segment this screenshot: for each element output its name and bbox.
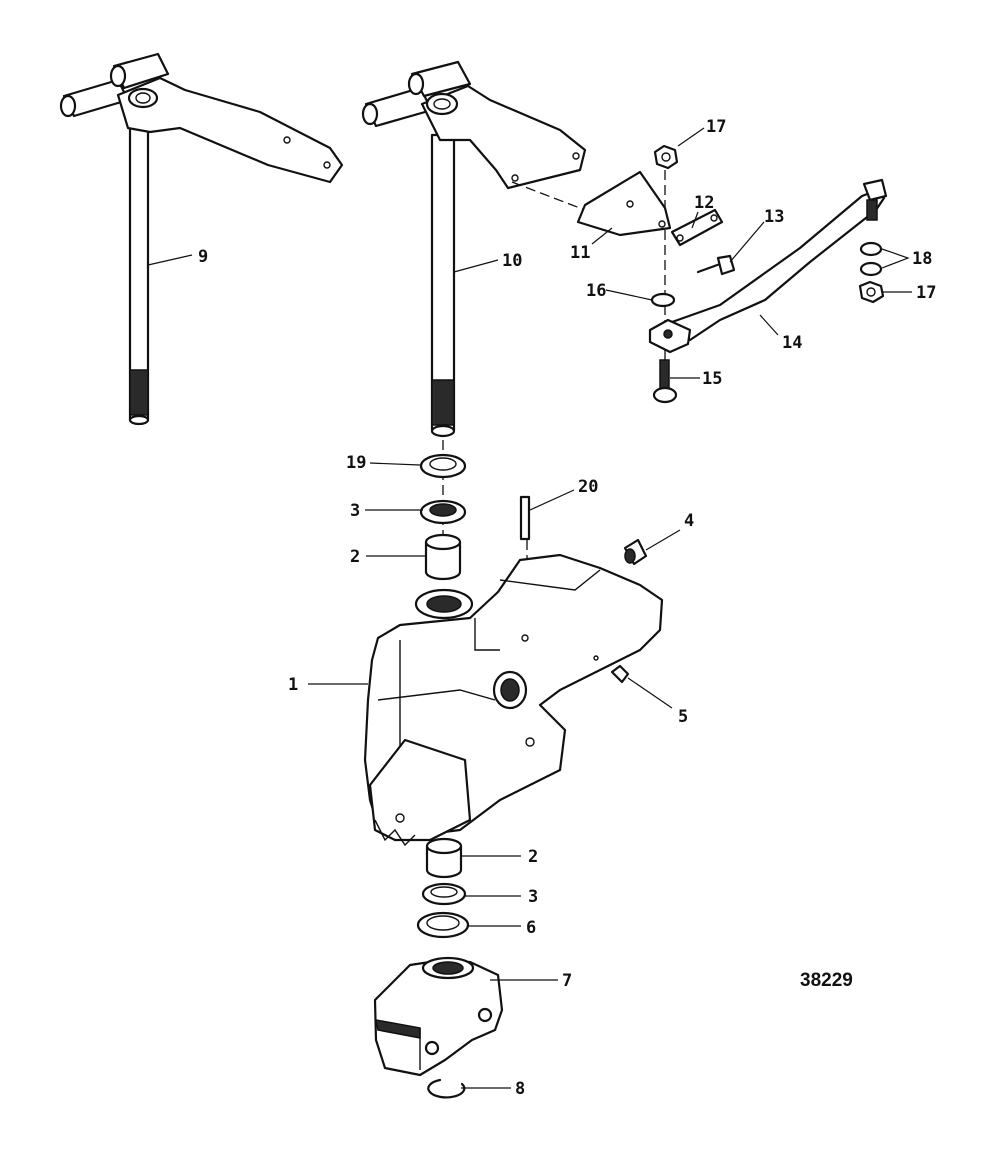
leader-5	[627, 677, 673, 709]
callout-15: 15	[702, 369, 722, 389]
bushing-2-bottom	[425, 837, 463, 879]
nut-17-top	[653, 144, 679, 170]
seal-3-top	[419, 499, 467, 525]
callout-4: 4	[684, 511, 694, 531]
reference-number: 38229	[800, 970, 853, 991]
callout-1: 1	[288, 675, 298, 695]
link-plate-12	[670, 208, 724, 247]
bushing-4	[623, 538, 648, 566]
grease-fitting-5	[610, 664, 630, 684]
callout-3-bottom: 3	[528, 887, 538, 907]
callout-9: 9	[198, 247, 208, 267]
callout-8: 8	[515, 1079, 525, 1099]
callout-12: 12	[694, 193, 714, 213]
steering-yoke-7	[373, 956, 504, 1077]
leader-20	[529, 489, 575, 511]
pin-20	[519, 495, 531, 541]
callout-3-top: 3	[350, 501, 360, 521]
leader-4	[645, 529, 681, 551]
leader-11	[591, 227, 613, 245]
callout-2-bottom: 2	[528, 847, 538, 867]
leader-12	[691, 211, 699, 229]
bushing-2-top	[424, 533, 462, 581]
leader-14	[759, 314, 779, 336]
callout-13: 13	[764, 207, 784, 227]
washer-6	[416, 911, 470, 939]
leader-18	[881, 248, 910, 269]
leader-10	[453, 259, 499, 273]
leader-9	[147, 254, 193, 266]
leader-13	[729, 221, 765, 263]
callout-6: 6	[526, 918, 536, 938]
callout-19: 19	[346, 453, 366, 473]
washers-18	[859, 241, 883, 277]
callout-11: 11	[570, 243, 590, 263]
screw-15	[652, 359, 678, 404]
callout-18: 18	[912, 249, 932, 269]
steering-shaft-arm-10	[361, 60, 587, 438]
seal-19	[419, 453, 467, 479]
leader-19	[369, 462, 421, 466]
callout-17-bottom: 17	[916, 283, 936, 303]
callout-20: 20	[578, 477, 598, 497]
callout-5: 5	[678, 707, 688, 727]
alignment-line	[511, 181, 586, 211]
callout-10: 10	[502, 251, 522, 271]
seal-3-bottom	[421, 882, 467, 906]
callout-16: 16	[586, 281, 606, 301]
callout-17-top: 17	[706, 117, 726, 137]
callout-2-top: 2	[350, 547, 360, 567]
callout-14: 14	[782, 333, 802, 353]
leader-17a	[677, 127, 705, 147]
leader-16	[605, 289, 653, 301]
bolt-13	[696, 254, 736, 276]
steering-shaft-arm-9	[59, 52, 344, 426]
swivel-bracket-1	[363, 553, 664, 847]
callout-7: 7	[562, 971, 572, 991]
tie-bar-14	[648, 178, 888, 354]
washer-16	[650, 292, 676, 308]
retaining-ring-8	[427, 1078, 466, 1099]
nut-17-bottom	[858, 280, 885, 304]
bracket-11	[576, 170, 672, 237]
